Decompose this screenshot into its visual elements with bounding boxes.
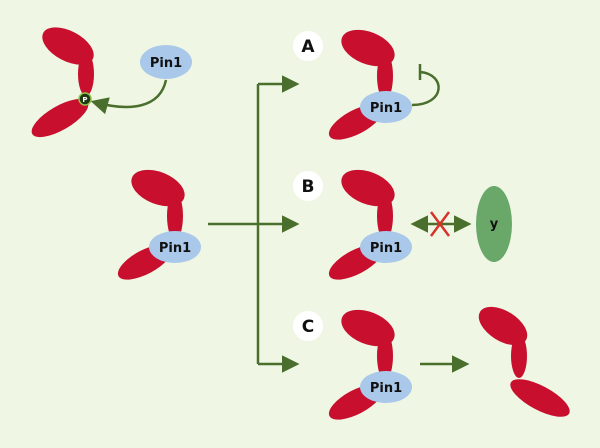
pin1-label: Pin1: [159, 241, 191, 256]
pin1-shape: [360, 231, 412, 263]
panel-label-c: C: [293, 311, 323, 341]
protein-linker: [377, 192, 393, 240]
panel-letter: C: [302, 317, 314, 337]
pin1-shape: [360, 371, 412, 403]
blocked-x-icon: [430, 211, 450, 237]
panel-a-complex: Pin1: [328, 29, 412, 140]
pin1-shape: [140, 45, 192, 79]
partner-shape: [476, 186, 512, 262]
protein-domain-top: [478, 306, 528, 346]
pin1-binding-arrow: [90, 79, 168, 115]
phosphorylated-protein: P: [31, 27, 94, 138]
partner-y: y: [476, 186, 512, 262]
branch-arrows: [208, 75, 300, 373]
pin1-label: Pin1: [370, 101, 402, 116]
protein-linker: [78, 52, 94, 96]
protein-linker: [377, 332, 393, 380]
panel-label-a: A: [293, 31, 323, 61]
pin1-shape: [149, 231, 201, 263]
partner-label: y: [490, 217, 499, 232]
protein-linker: [511, 334, 527, 378]
protein-linker: [377, 52, 393, 100]
protein-domain-bottom: [31, 98, 89, 138]
pin1-free: Pin1: [140, 45, 192, 79]
pin1-label: Pin1: [150, 56, 182, 71]
protein-linker: [167, 192, 183, 240]
pin1-label: Pin1: [370, 241, 402, 256]
protein-domain-top: [42, 27, 94, 65]
panel-a-inhibition-loop: [411, 64, 440, 107]
panel-letter: A: [301, 37, 315, 57]
panel-label-b: B: [293, 171, 323, 201]
pin1-label: Pin1: [370, 381, 402, 396]
panel-b-complex: Pin1: [328, 169, 412, 280]
panel-letter: B: [302, 177, 315, 197]
pin1-shape: [360, 91, 412, 123]
isomerized-protein: [478, 306, 570, 417]
protein-pin1-complex: Pin1: [117, 169, 201, 280]
phosphate-label: P: [82, 96, 87, 104]
panel-c-complex: Pin1: [328, 309, 412, 420]
protein-domain-bottom: [510, 379, 570, 417]
